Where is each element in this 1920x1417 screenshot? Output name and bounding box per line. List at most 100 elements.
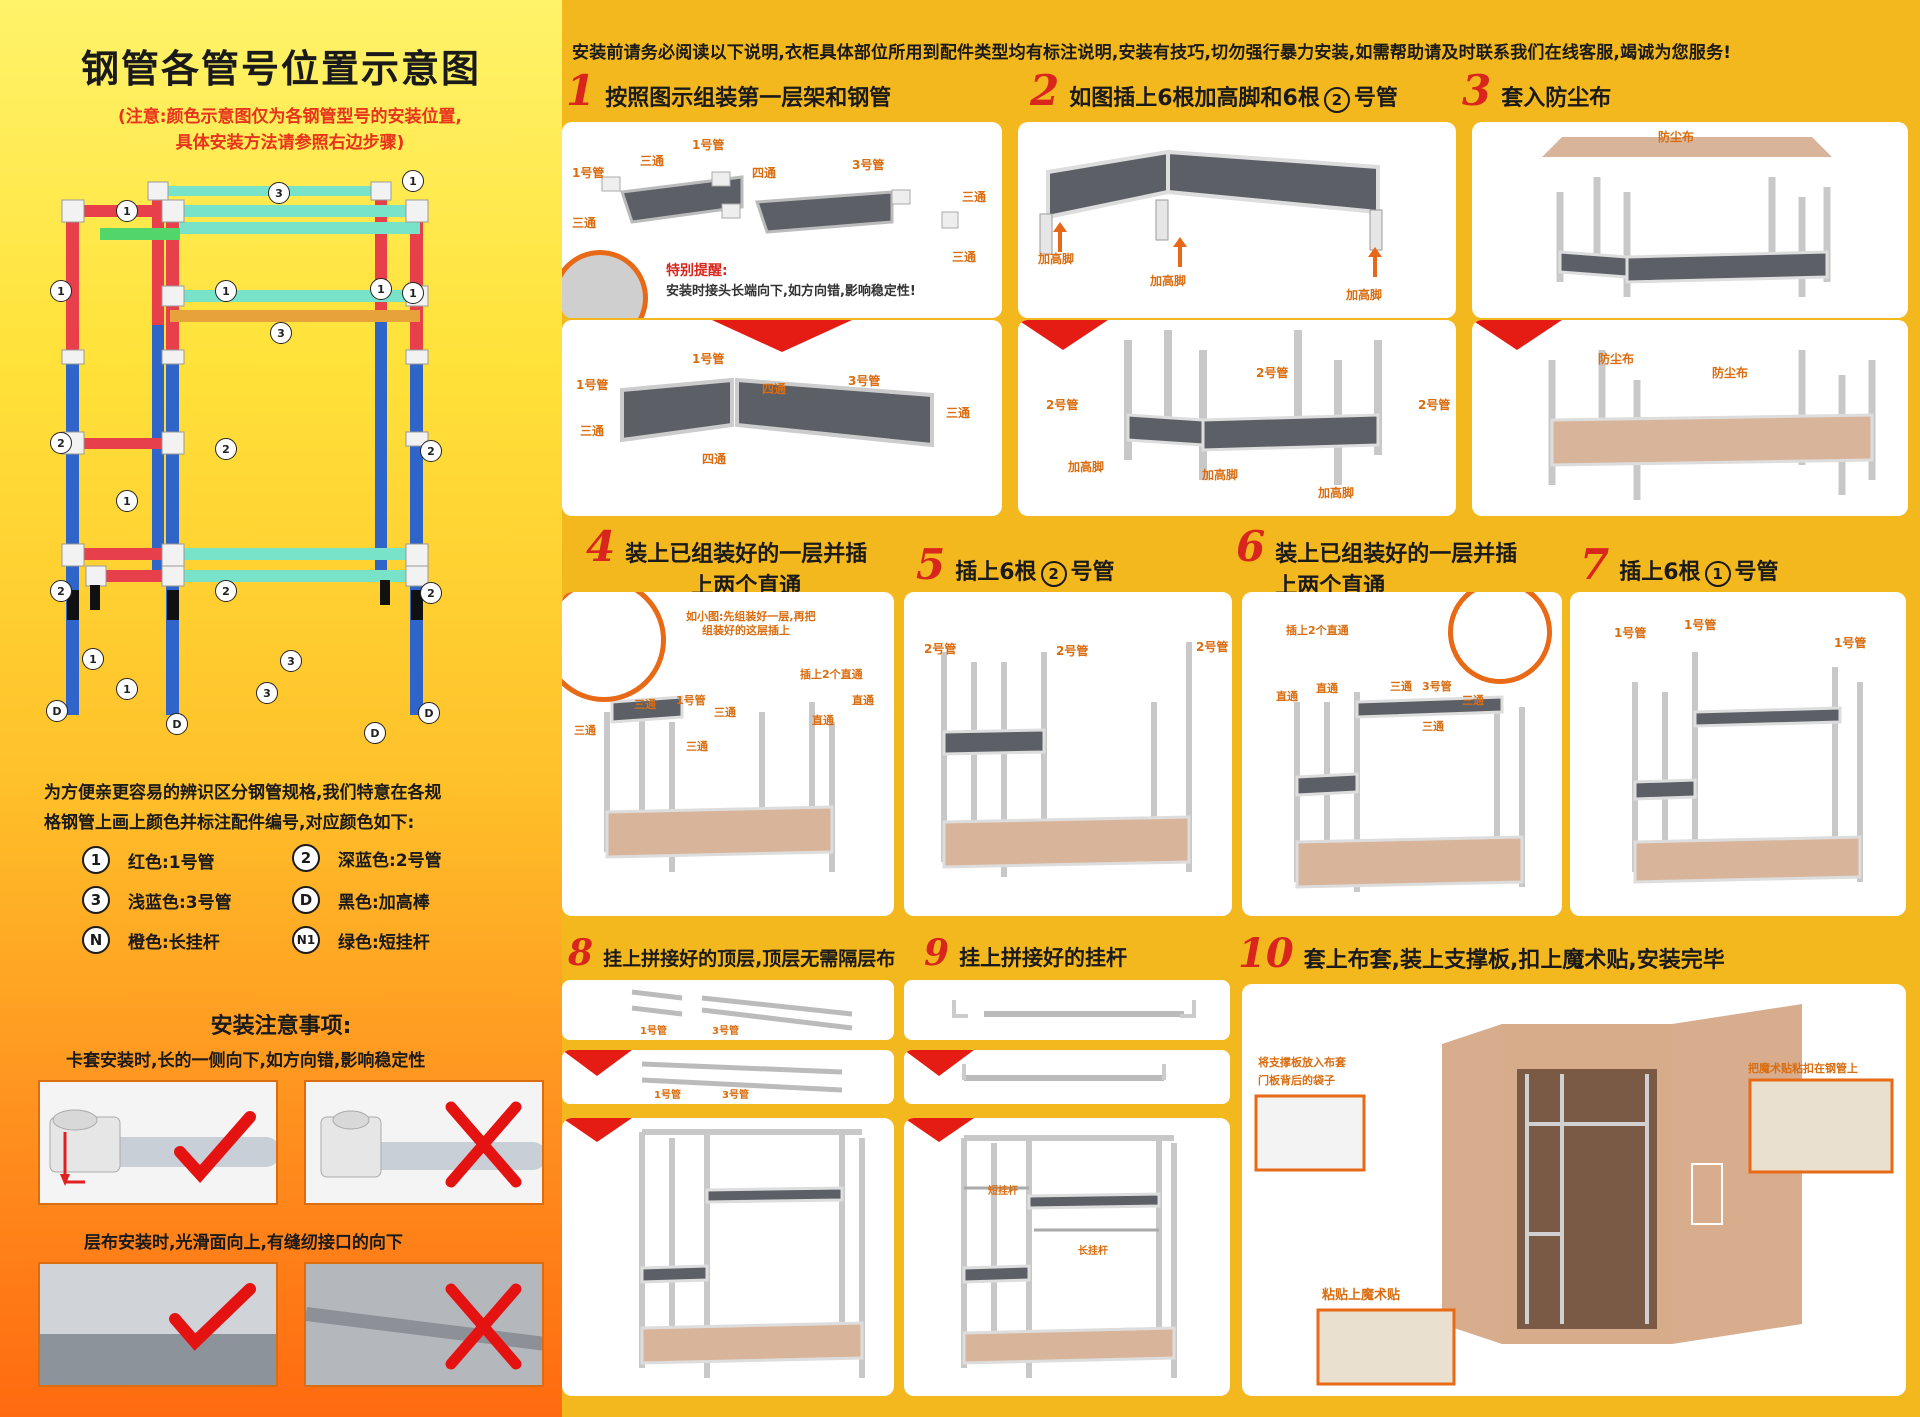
step-1-title: 1 按照图示组装第一层架和钢管 bbox=[566, 66, 891, 115]
label-tee3: 三通 bbox=[1390, 680, 1412, 693]
step-2-title: 2 如图插上6根加高脚和6根 2 号管 bbox=[1030, 66, 1398, 115]
label-tee3: 三通 bbox=[574, 724, 596, 737]
step-9-panel-a bbox=[904, 980, 1230, 1040]
frame-mark-D: D bbox=[364, 722, 386, 744]
step-text: 套上布套,装上支撑板,扣上魔术贴,安装完毕 bbox=[1303, 948, 1725, 973]
frame-mark-3: 3 bbox=[280, 650, 302, 672]
step-9-panel-b bbox=[904, 1050, 1230, 1104]
step-text: 插上6根 bbox=[955, 560, 1037, 585]
label-tee4: 四通 bbox=[752, 166, 777, 180]
left-note-line1: (注意:颜色示意图仅为各钢管型号的安装位置, bbox=[117, 107, 463, 127]
step-text: 号管 bbox=[1353, 86, 1398, 111]
label-pipe3: 3号管 bbox=[712, 1026, 739, 1037]
step-text: 挂上拼接好的挂杆 bbox=[959, 946, 1128, 970]
label-straight: 直通 bbox=[1276, 690, 1298, 703]
label-tee3: 三通 bbox=[572, 216, 597, 230]
step-9-panel-c: 短挂杆 长挂杆 bbox=[904, 1118, 1230, 1396]
step-text: 套入防尘布 bbox=[1501, 86, 1612, 111]
frame-mark-1: 1 bbox=[116, 490, 138, 512]
step-number: 5 bbox=[916, 540, 946, 589]
label-straight: 直通 bbox=[1316, 682, 1338, 695]
step-8-panel-c bbox=[562, 1118, 894, 1396]
label-tee3: 三通 bbox=[1422, 720, 1444, 733]
label-tee3: 三通 bbox=[634, 698, 656, 711]
legend-text: 绿色:短挂杆 bbox=[338, 932, 430, 953]
frame-mark-D: D bbox=[46, 700, 68, 722]
step-7-title: 7 插上6根 1 号管 bbox=[1580, 540, 1779, 589]
legend-mark: D bbox=[292, 886, 320, 914]
legend-text: 黑色:加高棒 bbox=[338, 892, 430, 913]
step-8a-svg bbox=[631, 989, 853, 1031]
install-notice: 安装前请务必阅读以下说明,衣柜具体部位所用到配件类型均有标注说明,安装有技巧,切… bbox=[572, 43, 1732, 63]
photo-fabric-wrong bbox=[304, 1262, 544, 1387]
label-tee3: 三通 bbox=[580, 424, 605, 438]
frame-mark-3: 3 bbox=[268, 182, 290, 204]
step-text-block: 装上已组装好的一层并插 上两个直通 bbox=[1275, 539, 1517, 603]
left-title: 钢管各管号位置示意图 bbox=[80, 47, 481, 91]
step-9a-svg bbox=[952, 1000, 1196, 1018]
legend-item-1: 1 红色:1号管 bbox=[82, 846, 215, 874]
legend-mark: 3 bbox=[82, 886, 110, 914]
frame-svg bbox=[61, 181, 429, 715]
label-leg: 加高脚 bbox=[1346, 288, 1383, 302]
label-leg: 加高脚 bbox=[1038, 252, 1075, 266]
small-note-1: 如小图:先组装好一层,再把 bbox=[686, 610, 816, 623]
label-dust: 防尘布 bbox=[1598, 352, 1635, 366]
reminder-text: 安装时接头长端向下,如方向错,影响稳定性! bbox=[666, 284, 916, 299]
label-pipe2: 2号管 bbox=[1046, 398, 1079, 412]
step-8-panel-a: 1号管 3号管 bbox=[562, 980, 894, 1040]
legend-item-6: N1 绿色:短挂杆 bbox=[292, 926, 430, 954]
step-2b-svg bbox=[1018, 320, 1382, 485]
frame-mark-2: 2 bbox=[420, 440, 442, 462]
step-4-title: 4 装上已组装好的一层并插 上两个直通 bbox=[586, 522, 867, 603]
step-3a-svg bbox=[1542, 137, 1832, 297]
step-8b-svg bbox=[562, 1050, 843, 1093]
small-note-2: 组装好的这层插上 bbox=[702, 624, 790, 637]
label-tee3: 三通 bbox=[952, 250, 977, 264]
step-text: 装上已组装好的一层并插 bbox=[1275, 542, 1518, 567]
left-note: (注意:颜色示意图仅为各钢管型号的安装位置, 具体安装方法请参照右边步骤) bbox=[40, 104, 540, 156]
step-3-title: 3 套入防尘布 bbox=[1462, 66, 1611, 115]
legend-text: 浅蓝色:3号管 bbox=[128, 892, 232, 913]
left-panel: 钢管各管号位置示意图 (注意:颜色示意图仅为各钢管型号的安装位置, 具体安装方法… bbox=[0, 0, 562, 1417]
step-text: 挂上拼接好的顶层,顶层无需隔层布 bbox=[603, 948, 896, 970]
step-number: 9 bbox=[924, 932, 950, 974]
step-text: 插上6根 bbox=[1619, 560, 1701, 585]
step-3b-svg bbox=[1472, 320, 1876, 500]
velcro-label: 粘贴上魔术贴 bbox=[1322, 1288, 1401, 1303]
frame-mark-D: D bbox=[418, 702, 440, 724]
label-tee4: 四通 bbox=[762, 382, 787, 396]
step-number: 1 bbox=[566, 66, 596, 115]
legend-item-2: 2 深蓝色:2号管 bbox=[292, 844, 442, 872]
step-number: 7 bbox=[1580, 540, 1610, 589]
step-5-title: 5 插上6根 2 号管 bbox=[916, 540, 1115, 589]
notice-text-1: 卡套安装时,长的一侧向下,如方向错,影响稳定性 bbox=[66, 1051, 426, 1071]
step-7-svg bbox=[1632, 652, 1863, 884]
step-circ: 1 bbox=[1704, 561, 1731, 587]
photo-clip-correct bbox=[38, 1080, 278, 1205]
step-6-panel: 插上2个直通 直通 直通 三通 3号管 三通 三通 bbox=[1242, 592, 1562, 916]
step-8-panel-b: 1号管 3号管 bbox=[562, 1050, 894, 1104]
legend-intro: 为方便亲更容易的辨识区分钢管规格,我们特意在各规 格钢管上画上颜色并标注配件编号… bbox=[44, 778, 544, 838]
label-leg: 加高脚 bbox=[1318, 486, 1355, 500]
step-10-svg bbox=[1254, 1004, 1894, 1386]
board-note-1: 将支撑板放入布套 bbox=[1258, 1056, 1346, 1069]
frame-mark-2: 2 bbox=[215, 438, 237, 460]
frame-mark-2: 2 bbox=[50, 432, 72, 454]
frame-mark-1: 1 bbox=[402, 170, 424, 192]
photo-clip-wrong bbox=[304, 1080, 544, 1205]
board-note-2: 门板背后的袋子 bbox=[1258, 1074, 1335, 1087]
step-number: 4 bbox=[586, 522, 616, 571]
label-straight: 直通 bbox=[852, 694, 874, 707]
label-tee3: 三通 bbox=[686, 740, 708, 753]
frame-mark-1: 1 bbox=[402, 282, 424, 304]
step-number: 10 bbox=[1238, 930, 1294, 977]
frame-mark-1: 1 bbox=[215, 280, 237, 302]
intro-line1: 为方便亲更容易的辨识区分钢管规格,我们特意在各规 bbox=[44, 783, 442, 803]
step-9b-svg bbox=[904, 1050, 1166, 1081]
step-2-panel-b: 2号管 2号管 2号管 加高脚 加高脚 加高脚 bbox=[1018, 320, 1456, 516]
step-number: 3 bbox=[1462, 66, 1492, 115]
photo-fabric-wrong-svg bbox=[306, 1264, 542, 1385]
step-text: 按照图示组装第一层架和钢管 bbox=[605, 86, 892, 111]
step-10-title: 10 套上布套,装上支撑板,扣上魔术贴,安装完毕 bbox=[1238, 930, 1725, 977]
